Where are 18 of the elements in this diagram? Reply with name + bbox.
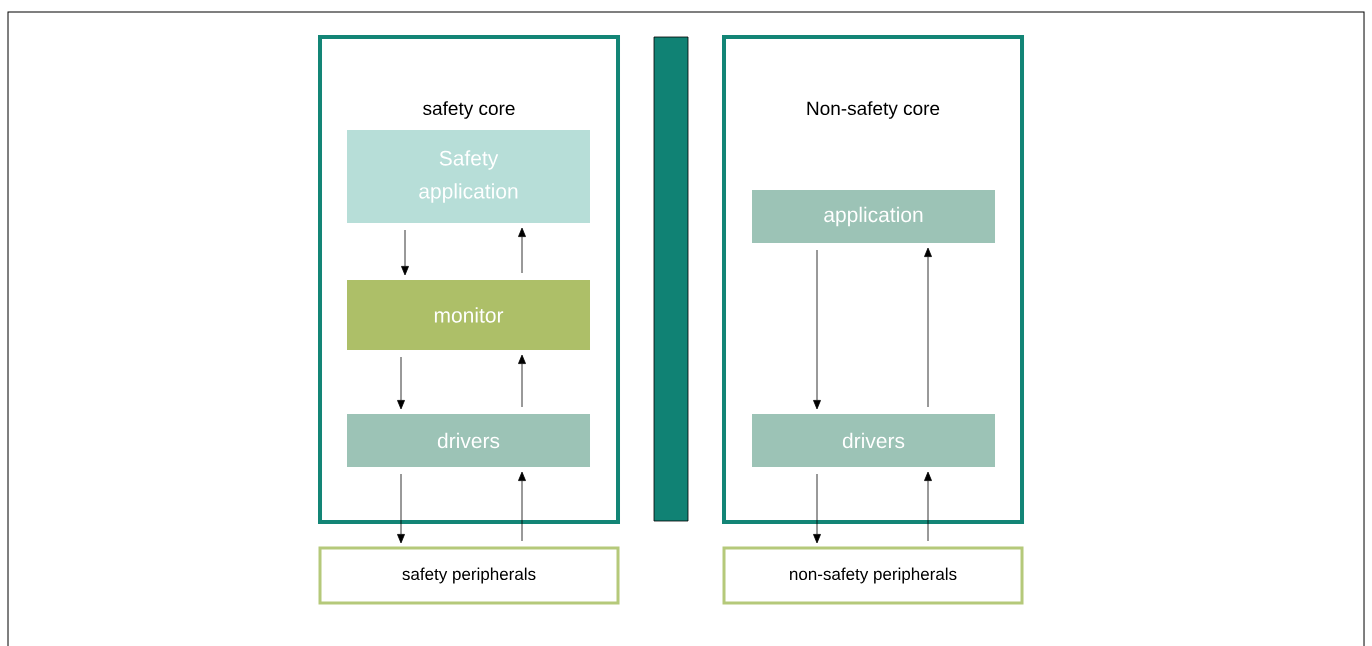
arrow — [518, 471, 526, 542]
layer-box: drivers — [347, 414, 590, 467]
arrow — [813, 473, 821, 544]
arrow — [397, 473, 405, 544]
arrow — [397, 356, 405, 410]
arrow — [401, 229, 409, 276]
layer-box: drivers — [752, 414, 995, 467]
monitor-box: monitor — [347, 280, 590, 350]
arrow — [813, 249, 821, 410]
peripherals-box: non-safety peripherals — [722, 546, 1024, 605]
arrow — [518, 227, 526, 274]
application-box: Safety application — [347, 130, 590, 223]
peripherals-box: safety peripherals — [318, 546, 620, 605]
arrow — [518, 354, 526, 408]
separator-bar — [653, 36, 689, 522]
layer-box: application — [752, 190, 995, 243]
arrow — [924, 247, 932, 408]
arrow — [924, 471, 932, 542]
